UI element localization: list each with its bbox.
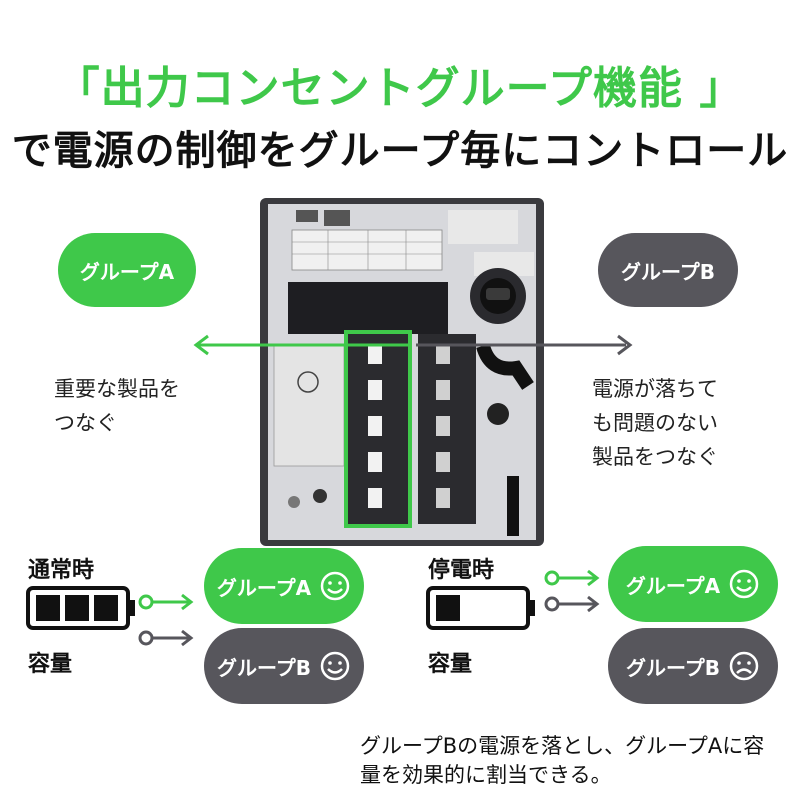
smile-face-icon [729,569,759,599]
smile-face-icon [320,571,350,601]
headline-subtitle: で電源の制御をグループ毎にコントロール [11,128,789,174]
normal-group-a-pill: グループA [204,548,364,624]
outage-group-b-pill: グループB [608,628,778,704]
outage-state-label: 停電時 [428,558,495,583]
normal-group-a-label: グループA [216,575,312,600]
group-a-description: 重要な製品を つなぐ [54,372,180,440]
normal-capacity-label: 容量 [28,652,73,677]
group-arrows [193,334,633,356]
normal-group-b-label: グループB [216,655,312,680]
group-a-badge: グループA [58,233,196,307]
group-b-label: グループB [620,259,716,284]
group-a-desc-line: 重要な製品を [54,377,180,401]
group-a-label: グループA [79,259,175,284]
headline-title: 「出力コンセントグループ機能 」 [55,63,745,114]
battery-low-icon [426,586,535,630]
normal-flow-arrows [138,593,194,647]
group-b-desc-line: も問題のない [592,411,718,435]
smile-face-icon [320,651,350,681]
normal-state-label: 通常時 [28,558,95,583]
group-a-desc-line: つなぐ [54,411,117,435]
frown-face-icon [729,651,759,681]
outage-group-a-pill: グループA [608,546,778,622]
normal-group-b-pill: グループB [204,628,364,704]
outage-capacity-label: 容量 [428,652,473,677]
battery-full-icon [26,586,135,630]
group-b-badge: グループB [598,233,738,307]
group-b-description: 電源が落ちて も問題のない 製品をつなぐ [592,372,718,474]
explanation-note: グループBの電源を落とし、グループAに容量を効果的に割当できる。 [360,734,765,787]
group-b-desc-line: 製品をつなぐ [592,445,718,469]
outage-flow-arrows [544,569,600,613]
group-b-desc-line: 電源が落ちて [592,377,718,401]
ups-rear-panel-image [260,198,544,546]
outage-group-b-label: グループB [625,655,721,680]
outage-group-a-label: グループA [625,573,721,598]
